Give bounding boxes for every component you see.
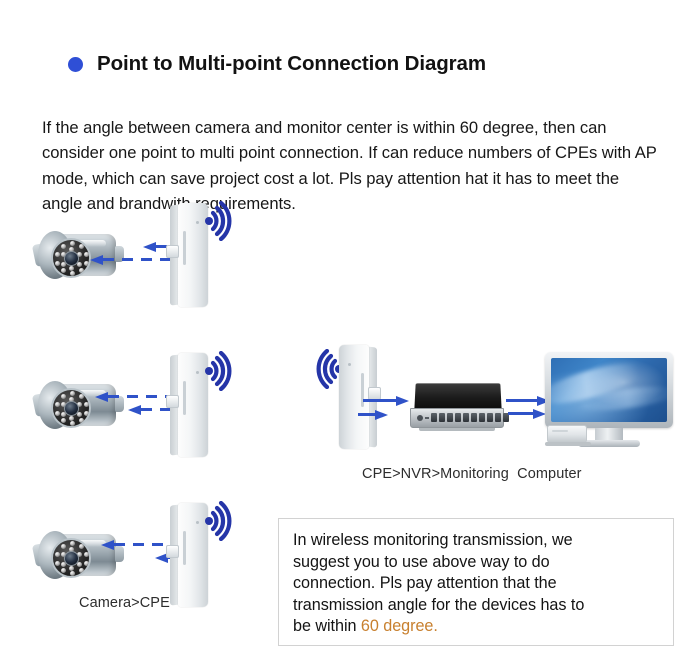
- camera-mount-icon: [31, 392, 49, 418]
- link-arrow-nvr-to-monitor-lower: [508, 409, 546, 419]
- cpe-led-icon: [196, 371, 199, 374]
- camera-lens: [63, 400, 79, 416]
- camera-tail: [115, 246, 124, 262]
- cpe-slot: [183, 381, 186, 415]
- page-heading: Point to Multi-point Connection Diagram: [68, 52, 486, 76]
- ip-camera: [28, 378, 124, 432]
- link-arrow-upper: [143, 242, 187, 252]
- note-line-5-prefix: be within: [293, 617, 361, 635]
- cpe-device: [166, 503, 216, 607]
- link-arrow-cpe-to-nvr-upper: [363, 396, 409, 406]
- monitoring-computer: [545, 352, 673, 450]
- camera-body: [46, 534, 116, 576]
- cpe-front-face: [178, 503, 208, 607]
- cpe-side-edge: [170, 354, 180, 456]
- switch-port-group: [431, 413, 509, 422]
- camera-tail: [115, 546, 124, 562]
- note-line-2: suggest you to use above way to do: [293, 552, 550, 571]
- camera-head: [38, 531, 91, 579]
- cpe-receiver-device: [331, 345, 381, 449]
- link-arrow-lower: [90, 255, 187, 265]
- cpe-led-icon: [348, 363, 351, 366]
- camera-lens: [63, 550, 79, 566]
- monitor-bezel: [545, 352, 673, 428]
- link-arrow-upper: [101, 540, 187, 550]
- link-arrow-nvr-to-monitor-upper: [506, 396, 550, 406]
- intro-paragraph: If the angle between camera and monitor …: [42, 117, 657, 214]
- cpe-ethernet-port: [368, 387, 381, 400]
- monitor-screen: [551, 358, 667, 422]
- switch-top-panel: [414, 383, 502, 411]
- note-line-1: In wireless monitoring transmission, we: [293, 531, 573, 549]
- wifi-signal-icon-receive: [303, 349, 345, 389]
- camera-mount-icon: [31, 242, 49, 268]
- cpe-side-edge: [170, 504, 180, 606]
- switch-indicator: [425, 417, 429, 419]
- camera-head: [38, 381, 91, 429]
- note-highlight-60-degree: 60 degree.: [360, 617, 438, 635]
- cpe-slot: [183, 231, 186, 265]
- wifi-signal-icon: [203, 501, 245, 541]
- camera-lens-ring: [51, 388, 91, 428]
- note-box: In wireless monitoring transmission, we …: [278, 518, 674, 646]
- link-arrow-cpe-to-nvr-lower: [358, 410, 388, 420]
- cpe-led-icon: [196, 521, 199, 524]
- cpe-side-edge: [170, 204, 180, 306]
- cpe-front-face: [178, 203, 208, 307]
- wifi-signal-icon: [203, 351, 245, 391]
- monitor-stand-base: [578, 440, 640, 447]
- switch-power-knob-icon: [417, 415, 423, 421]
- note-line-3: connection. Pls pay attention that the: [293, 574, 557, 592]
- note-text: In wireless monitoring transmission, we …: [293, 530, 659, 638]
- camera-mount-icon: [31, 542, 49, 568]
- cpe-ethernet-port: [166, 395, 179, 408]
- camera-body: [46, 234, 116, 276]
- bullet-icon: [68, 56, 83, 72]
- cpe-front-face: [178, 353, 208, 457]
- cpe-ethernet-port: [166, 545, 179, 558]
- switch-front-panel: [410, 408, 509, 428]
- computer-box-base: [545, 442, 591, 446]
- camera-tail: [115, 396, 124, 412]
- ip-camera: [28, 228, 124, 282]
- link-arrow-lower: [128, 405, 187, 415]
- caption-camera-cpe: Camera>CPE: [79, 595, 170, 611]
- camera-head: [38, 231, 91, 279]
- caption-cpe-nvr-monitor: CPE>NVR>Monitoring Computer: [362, 466, 582, 482]
- camera-lens-ring: [51, 538, 91, 578]
- cpe-ethernet-port: [166, 245, 179, 258]
- cpe-side-edge: [367, 346, 377, 448]
- monitor-stand-neck: [595, 428, 623, 442]
- page-title: Point to Multi-point Connection Diagram: [97, 52, 486, 75]
- computer-box: [547, 425, 587, 443]
- note-line-4: transmission angle for the devices has t…: [293, 595, 585, 614]
- cpe-led-icon: [196, 221, 199, 224]
- link-arrow-lower: [155, 553, 187, 563]
- camera-lens: [63, 250, 79, 266]
- cpe-device: [166, 203, 216, 307]
- nvr-switch-device: [409, 381, 509, 433]
- link-arrow-upper: [95, 392, 187, 402]
- switch-base: [419, 428, 495, 431]
- cpe-slot: [361, 373, 364, 407]
- camera-body: [46, 384, 116, 426]
- cpe-front-face: [339, 345, 369, 449]
- cpe-slot: [183, 531, 186, 565]
- ip-camera: [28, 528, 124, 582]
- cpe-device: [166, 353, 216, 457]
- camera-lens-ring: [51, 238, 91, 278]
